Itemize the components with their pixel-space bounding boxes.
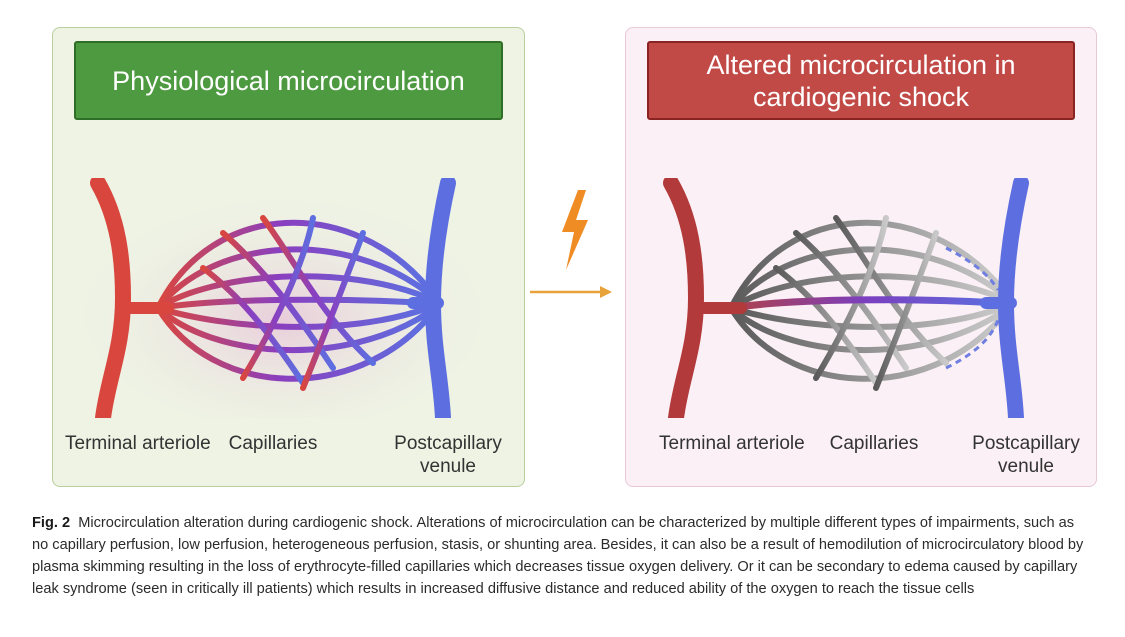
venule-label: Postcapillary venule: [972, 433, 1080, 477]
venule-label: Postcapillary venule: [394, 433, 502, 477]
figure-label: Fig. 2: [32, 515, 71, 531]
cardiogenic-shock-panel: Altered microcirculation in cardiogenic …: [625, 27, 1097, 487]
physiological-vessel-diagram: [83, 178, 483, 418]
arrow-right-icon: [530, 286, 612, 298]
shock-vessel-diagram: [663, 178, 1029, 418]
capillaries-label: Capillaries: [829, 433, 919, 454]
caption-text: Microcirculation alteration during cardi…: [32, 515, 1084, 597]
capillaries-label: Capillaries: [228, 433, 318, 454]
arteriole-label: Terminal arteriole: [659, 433, 805, 454]
physiological-title: Physiological microcirculation: [74, 41, 503, 120]
shock-title: Altered microcirculation in cardiogenic …: [647, 41, 1075, 120]
arteriole-label: Terminal arteriole: [65, 433, 211, 454]
figure-caption: Fig. 2 Microcirculation alteration durin…: [32, 512, 1092, 600]
physiological-panel: Physiological microcirculation: [52, 27, 525, 487]
lightning-bolt-icon: [562, 190, 588, 270]
